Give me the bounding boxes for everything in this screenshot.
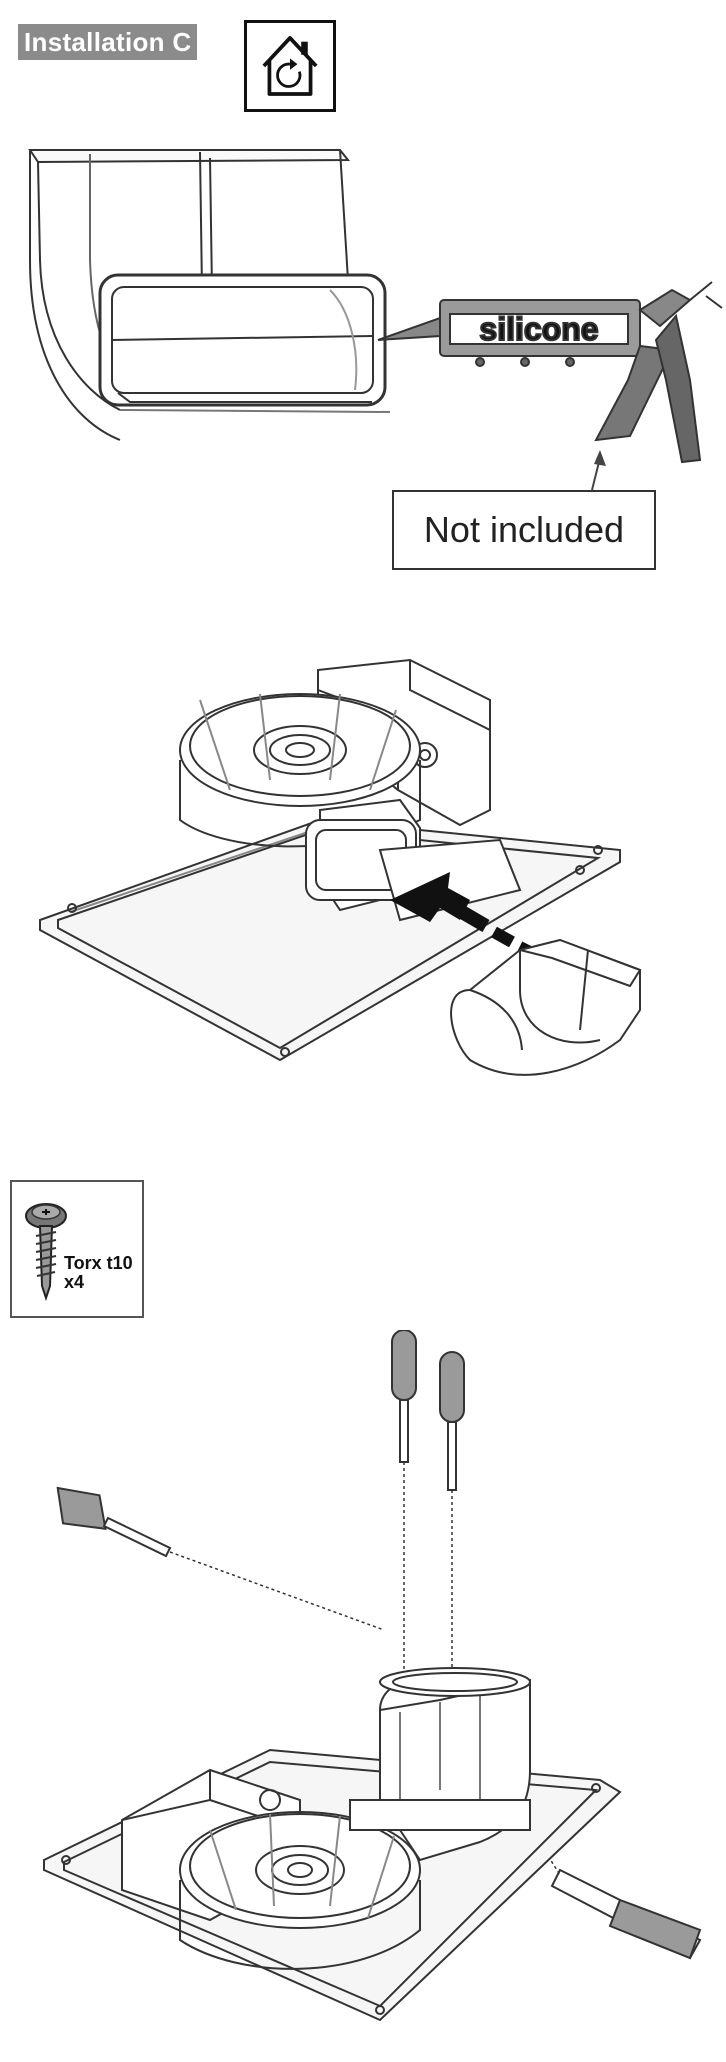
screw-type-label: Torx t10 [64, 1253, 133, 1273]
silicone-label: silicone [479, 311, 598, 347]
screw-spec-box: Torx t10 x4 [10, 1180, 144, 1318]
screwdriver-drawing [56, 1330, 702, 1960]
installation-title: Installation C [18, 24, 198, 60]
silicone-gun-drawing: silicone [377, 281, 723, 464]
step1-illustration: silicone [0, 140, 726, 580]
screw-icon [25, 1203, 67, 1302]
screw-count-label: x4 [64, 1272, 85, 1292]
duct-elbow-drawing [28, 149, 391, 441]
not-included-note: Not included [392, 490, 656, 570]
house-rotate-icon [244, 20, 336, 112]
insert-arrow [390, 872, 535, 957]
step3-illustration [0, 1330, 726, 2050]
step2-illustration [0, 650, 726, 1110]
